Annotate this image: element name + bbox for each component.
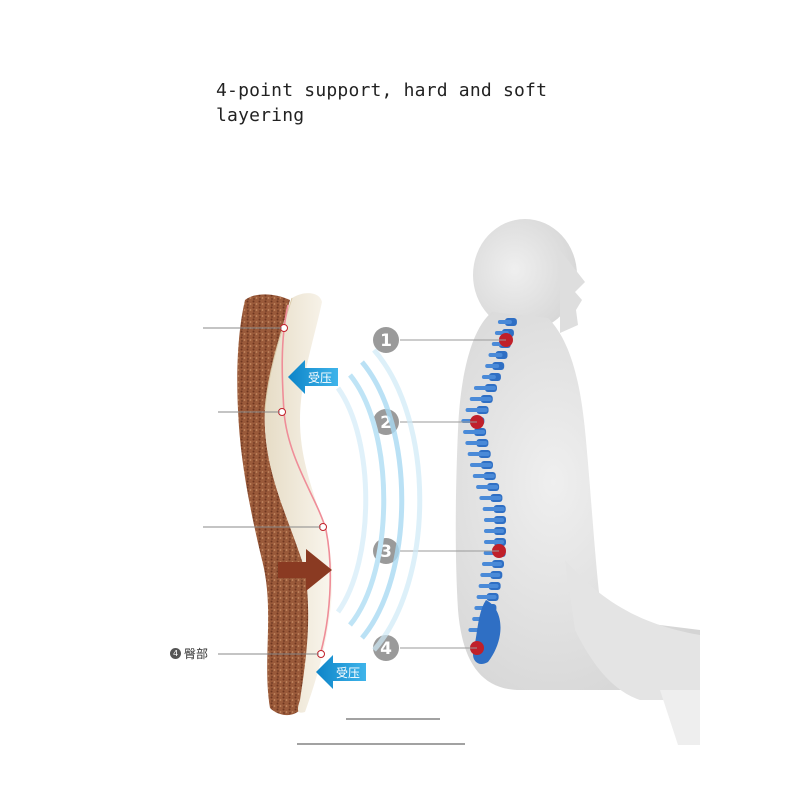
torso-shape — [455, 312, 700, 690]
badge-number-2: 2 — [380, 413, 392, 433]
number-badge-1: 1 — [373, 327, 399, 353]
body-contour-line — [281, 304, 332, 656]
pressure-arrow-upper: 受压 — [288, 360, 338, 394]
vertebra-process — [484, 540, 504, 544]
vertebra-process — [485, 364, 500, 368]
push-arrow — [278, 549, 332, 591]
vertebra-process — [476, 485, 499, 489]
badge-number-1: 1 — [380, 331, 392, 351]
vertebra-process — [467, 452, 490, 456]
cushion-leader-lines — [203, 327, 321, 655]
vertebra-process — [469, 463, 492, 467]
headline-line-1: 4-point support, hard and soft — [216, 80, 548, 101]
vertebra-process — [472, 474, 495, 478]
vertebra-process — [488, 353, 503, 357]
vertebra-process — [479, 496, 502, 500]
headline-line-2: layering — [216, 105, 305, 126]
vertebra-process — [465, 408, 488, 412]
vertebra-process — [482, 562, 502, 566]
vertebra-process — [476, 595, 497, 599]
support-wave-arcs — [335, 348, 423, 652]
cushion-cross-section — [237, 293, 333, 716]
human-silhouette — [455, 219, 700, 745]
coir-layer — [237, 294, 311, 716]
vertebra-process — [473, 386, 496, 390]
badge-number-4: 4 — [380, 639, 392, 659]
arm-shape — [565, 560, 700, 700]
cushion-label-badge: 4 — [170, 648, 181, 659]
pressure-label-lower: 受压 — [336, 666, 360, 680]
headline: 4-point support, hard and soft layering — [216, 78, 576, 128]
vertebra-process — [465, 441, 488, 445]
foam-layer — [264, 293, 333, 713]
pressure-arrow-lower: 受压 — [316, 655, 366, 689]
vertebra-process — [481, 375, 496, 379]
vertebra-process — [480, 573, 501, 577]
vertebra-process — [484, 529, 504, 533]
vertebra-process — [497, 320, 512, 324]
vertebra-process — [484, 518, 504, 522]
head-shape — [473, 219, 577, 331]
vertebra-process — [478, 584, 499, 588]
vertebra-process — [463, 430, 486, 434]
pressure-label-upper: 受压 — [308, 371, 332, 385]
badge-number-3: 3 — [380, 542, 392, 562]
cushion-label-text: 臀部 — [184, 647, 209, 661]
vertebra-process — [482, 507, 505, 511]
cushion-label-4: 4 臀部 — [170, 645, 208, 662]
vertebra-process — [469, 397, 492, 401]
